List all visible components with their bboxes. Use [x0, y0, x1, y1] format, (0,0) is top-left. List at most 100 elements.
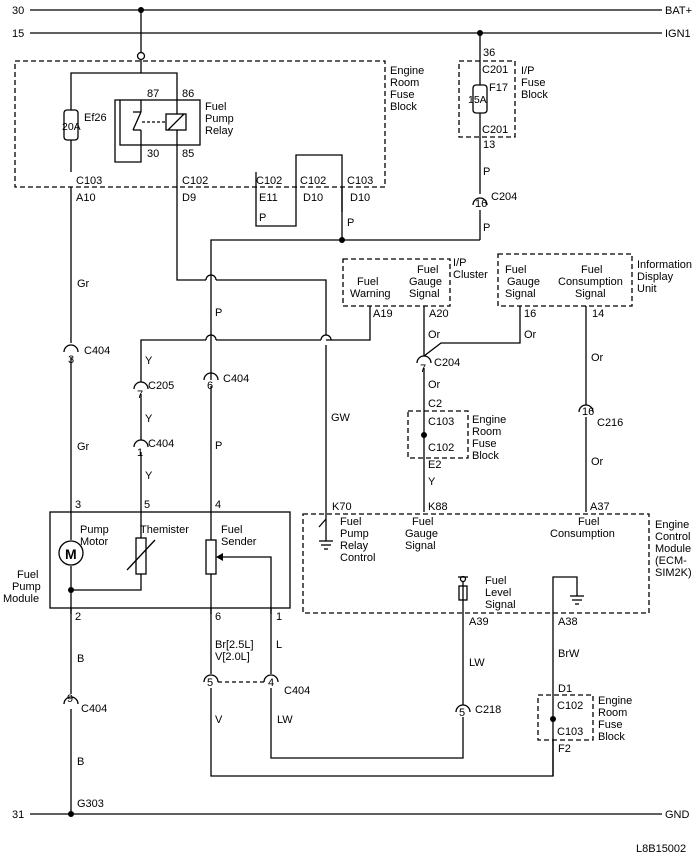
ground-rail-label: GND: [665, 809, 690, 821]
fpm-title-line1: Fuel: [17, 569, 38, 581]
ecm-consumption-line2: Consumption: [550, 528, 615, 540]
ecm-relay-ctrl-line4: Control: [340, 552, 375, 564]
cluster-gauge-line1: Fuel: [417, 264, 438, 276]
ip-fuse-top-pin: 36: [483, 47, 495, 59]
sender-wiper-arrow: [216, 553, 223, 561]
conn-c102-d9: C102: [182, 175, 208, 187]
engine-fuse-block-mid: C2 C103 C102 E2 Engine Room Fuse Block: [407, 398, 506, 471]
ignition-rail: 15 IGN1: [12, 28, 691, 40]
themister-label: Themister: [140, 524, 189, 536]
mid-fb-conn-bottom: C102: [428, 442, 454, 454]
ecm-level-line2: Level: [485, 587, 511, 599]
low-fb-title-line4: Block: [598, 731, 625, 743]
c218-pin: 5: [459, 707, 465, 719]
fuel-warning-line1: Fuel: [357, 276, 378, 288]
wire-b-1: B: [77, 653, 84, 665]
sender-label-line2: Sender: [221, 536, 257, 548]
idu-cons-line3: Signal: [575, 288, 606, 300]
relay-pin-85: 85: [182, 148, 194, 160]
c218-name: C218: [475, 704, 501, 716]
wire-p-c204: P: [483, 222, 490, 234]
c218-connector: 5 C218: [455, 704, 501, 719]
wire-y-3: Y: [145, 470, 153, 482]
c404-e-pin-left: 5: [207, 677, 213, 689]
idu-gauge-line3: Signal: [505, 288, 536, 300]
ip-cluster-title-line2: Cluster: [453, 269, 488, 281]
wire-brw: BrW: [558, 648, 580, 660]
relay-coil-icon: [165, 100, 187, 145]
ground-rail: 31 GND G303: [12, 798, 690, 821]
ip-fuse-block: 36 C201 15A F17 C201 13 I/P Fuse Block P: [458, 30, 548, 194]
pump-motor-symbol: M: [65, 546, 77, 562]
wire-y-gauge: Y: [428, 476, 436, 488]
pump-motor-icon: [58, 540, 84, 566]
c404-c-connector: 6 C404: [203, 372, 249, 392]
wire-lw-2: LW: [469, 657, 485, 669]
fuse-ef26-name: Ef26: [84, 112, 107, 124]
ip-fuse-title-line3: Block: [521, 89, 548, 101]
c404-e-name: C404: [284, 685, 310, 697]
mid-fb-title-line2: Room: [472, 426, 501, 438]
c205-connector: 7 C205: [133, 380, 174, 401]
low-fb-title-line1: Engine: [598, 695, 632, 707]
mid-fb-splice: [421, 432, 427, 438]
fpm-pin-2: 2: [75, 611, 81, 623]
idu-title-line3: Unit: [637, 283, 657, 295]
wire-gr-bottom: Gr: [77, 441, 90, 453]
c404-d-pin: 9: [67, 693, 73, 705]
pump-label-line2: Motor: [80, 536, 108, 548]
battery-rail-number: 30: [12, 5, 24, 17]
wire-p-d10: P: [347, 217, 354, 229]
fpm-title-line3: Module: [3, 593, 39, 605]
relay-pin-30: 30: [147, 148, 159, 160]
mid-fb-conn-top: C103: [428, 416, 454, 428]
fuse-block-title-line2: Room: [390, 77, 419, 89]
idu-cons-line2: Consumption: [558, 276, 623, 288]
ip-fuse-title-line2: Fuse: [521, 77, 545, 89]
c404-b-name: C404: [148, 438, 174, 450]
fpm-pin-6: 6: [215, 611, 221, 623]
idu-gauge-line2: Gauge: [507, 276, 540, 288]
conn-c102-d10: C102: [300, 175, 326, 187]
c216-pin: 16: [582, 406, 594, 418]
idu-title-line2: Display: [637, 271, 674, 283]
ecm-title-line4: (ECM-: [655, 555, 687, 567]
idu-cons-line1: Fuel: [581, 264, 602, 276]
wire-v-20l: V[2.0L]: [215, 651, 250, 663]
themister-icon: [135, 537, 147, 575]
fuel-sender-icon: [205, 539, 217, 575]
fuel-warning-line2: Warning: [350, 288, 391, 300]
conn-c102-d9-pin: D9: [182, 192, 196, 204]
sender-label-line1: Fuel: [221, 524, 242, 536]
cluster-gauge-line3: Signal: [409, 288, 440, 300]
mid-fb-title-line4: Block: [472, 450, 499, 462]
wire-or-4b: Or: [591, 456, 604, 468]
ground-point-name: G303: [77, 798, 104, 810]
ecm-title-line3: Module: [655, 543, 691, 555]
idu-title-line1: Information: [637, 259, 692, 271]
wire-lw-1: LW: [277, 714, 293, 726]
mid-fb-title-line3: Fuse: [472, 438, 496, 450]
wire-gw: GW: [331, 412, 351, 424]
ecm-pin-k88: K88: [428, 501, 448, 513]
c404-d-connector: 9 C404: [63, 693, 107, 715]
idu-pin-16: 16: [524, 308, 536, 320]
ecm-consumption-line1: Fuel: [578, 516, 599, 528]
diagram-code: L8B15002: [636, 843, 686, 855]
ip-cluster-title-line1: I/P: [453, 257, 466, 269]
ecm-pin-k70: K70: [332, 501, 352, 513]
wire-y-1: Y: [145, 355, 153, 367]
engine-fuse-block-low: D1 C102 C103 F2 Engine Room Fuse Block: [537, 683, 632, 755]
ecm-level-line1: Fuel: [485, 575, 506, 587]
relay-pin-87: 87: [147, 88, 159, 100]
fpm-pin-3: 3: [75, 499, 81, 511]
ecm-pin-a39: A39: [469, 616, 489, 628]
ip-fuse-top-conn: C201: [482, 64, 508, 76]
low-fb-d1: D1: [558, 683, 572, 695]
conn-c102-d10-pin: D10: [303, 192, 323, 204]
c205-name: C205: [148, 380, 174, 392]
battery-rail-label: BAT+: [665, 5, 692, 17]
c204-mid-name: C204: [434, 357, 460, 369]
relay-switch-icon: [132, 100, 165, 145]
